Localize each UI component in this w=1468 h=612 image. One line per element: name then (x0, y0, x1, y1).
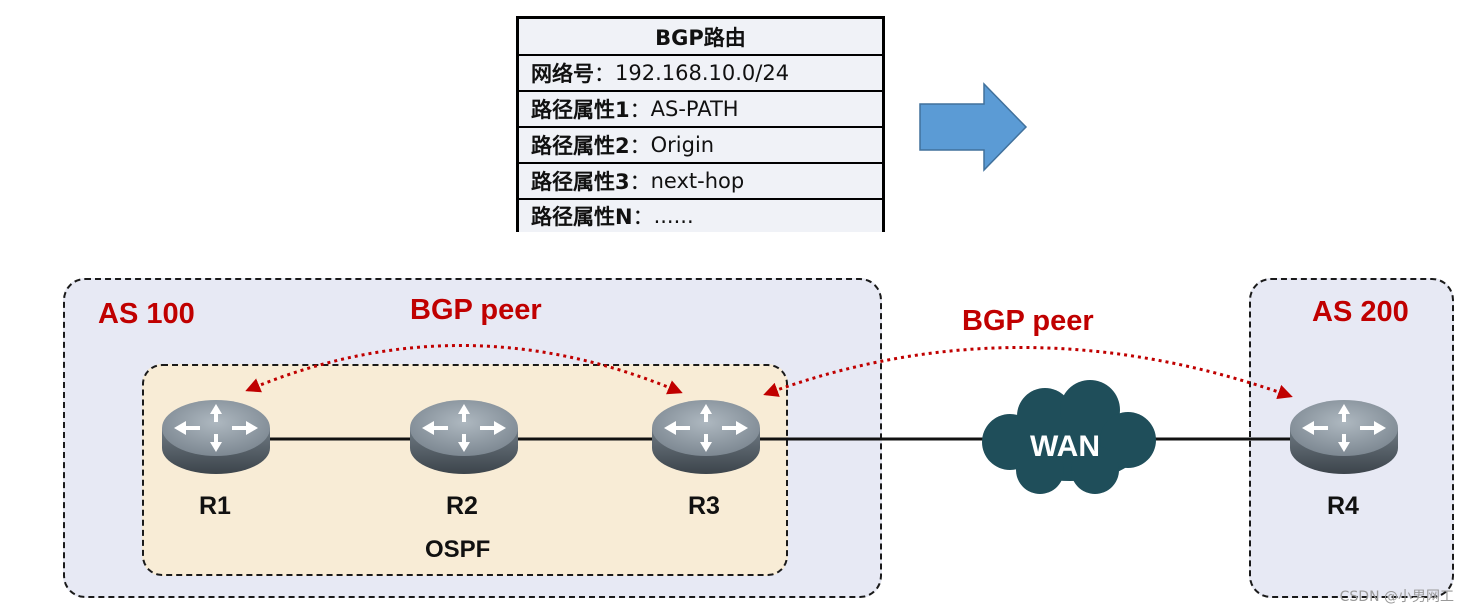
table-divider (519, 162, 882, 164)
table-header: BGP路由 (519, 19, 882, 55)
row-key: 路径属性1 (531, 98, 630, 122)
row-value: ...... (653, 204, 694, 228)
row-separator: ： (629, 134, 651, 158)
row-key: 路径属性3 (531, 170, 630, 194)
row-value: Origin (650, 133, 715, 157)
right-arrow-icon (919, 82, 1028, 172)
router-icon (1290, 400, 1398, 474)
bgp-route-table: BGP路由 网络号 ： 192.168.10.0/24 路径属性1 ： AS-P… (516, 16, 885, 232)
table-row: 路径属性2 ： Origin (519, 128, 882, 162)
as100-label: AS 100 (98, 298, 195, 330)
router-label-r2: R2 (446, 492, 478, 520)
table-row: 路径属性N ： ...... (519, 200, 882, 232)
wan-cloud-icon (982, 380, 1156, 494)
row-separator: ： (594, 62, 615, 86)
row-separator: ： (629, 98, 651, 122)
wan-label: WAN (1030, 430, 1100, 463)
row-value: AS-PATH (650, 97, 739, 121)
ospf-label: OSPF (425, 536, 491, 563)
ibgp-peer-label: BGP peer (410, 294, 542, 326)
row-key: 路径属性N (531, 205, 633, 229)
router-icon (410, 400, 518, 474)
table-divider (519, 54, 882, 56)
row-separator: ： (629, 170, 651, 194)
row-value: 192.168.10.0/24 (615, 61, 790, 85)
table-row: 网络号 ： 192.168.10.0/24 (519, 56, 882, 90)
ibgp-peer-arc (245, 344, 683, 395)
router-icon (162, 400, 270, 474)
table-divider (519, 198, 882, 200)
row-separator: ： (632, 205, 654, 229)
row-value: next-hop (650, 169, 745, 193)
table-row: 路径属性1 ： AS-PATH (519, 92, 882, 126)
watermark: CSDN @小男网工 (1339, 589, 1454, 605)
row-key: 网络号 (531, 62, 594, 86)
table-divider (519, 90, 882, 92)
table-row: 路径属性3 ： next-hop (519, 164, 882, 198)
ebgp-peer-arc (763, 346, 1293, 400)
table-divider (519, 126, 882, 128)
row-key: 路径属性2 (531, 134, 630, 158)
router-label-r3: R3 (688, 492, 720, 520)
router-label-r4: R4 (1327, 492, 1359, 520)
ebgp-peer-label: BGP peer (962, 305, 1094, 337)
as200-label: AS 200 (1312, 296, 1409, 328)
router-icon (652, 400, 760, 474)
router-label-r1: R1 (199, 492, 231, 520)
